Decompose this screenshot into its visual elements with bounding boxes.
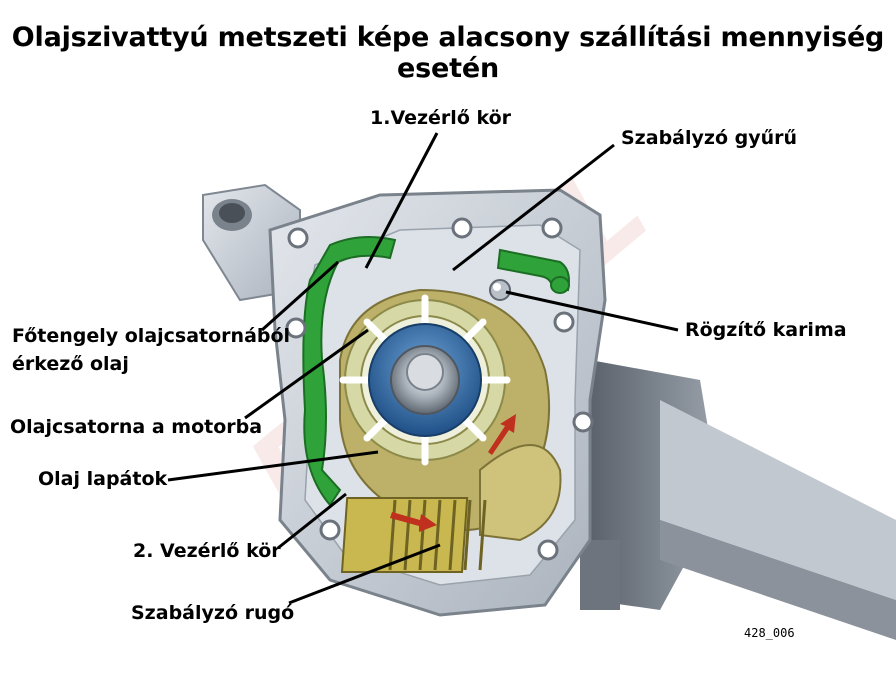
label-locking-flange: Rögzítő karima	[685, 319, 847, 341]
label-control-circuit-2: 2. Vezérlő kör	[133, 540, 281, 562]
regulating-spring	[340, 497, 487, 573]
label-regulating-ring: Szabályzó gyűrű	[621, 127, 798, 149]
bolt-holes	[285, 217, 594, 561]
locking-flange-pin	[489, 279, 511, 301]
figure-code: 428_006	[744, 626, 795, 640]
label-regulating-spring: Szabályzó rugó	[131, 602, 295, 624]
label-oil-channel-to-engine: Olajcsatorna a motorba	[10, 416, 263, 438]
label-oil-vanes: Olaj lapátok	[38, 468, 168, 490]
label-control-circuit-1: 1.Vezérlő kör	[370, 107, 512, 129]
label-crankshaft-oil: Főtengely olajcsatornából érkező olaj	[12, 322, 290, 378]
oil-channel	[302, 236, 570, 507]
diagram-title: Olajszivattyú metszeti képe alacsony szá…	[11, 22, 885, 84]
pump-drive-body	[580, 360, 896, 640]
label-crankshaft-oil-line-1: Főtengely olajcsatornából	[12, 325, 291, 347]
vane-ring	[339, 294, 511, 466]
label-crankshaft-oil-line-2: érkező olaj	[12, 353, 129, 375]
flow-arrows	[390, 414, 516, 532]
leader-lines	[167, 132, 679, 605]
